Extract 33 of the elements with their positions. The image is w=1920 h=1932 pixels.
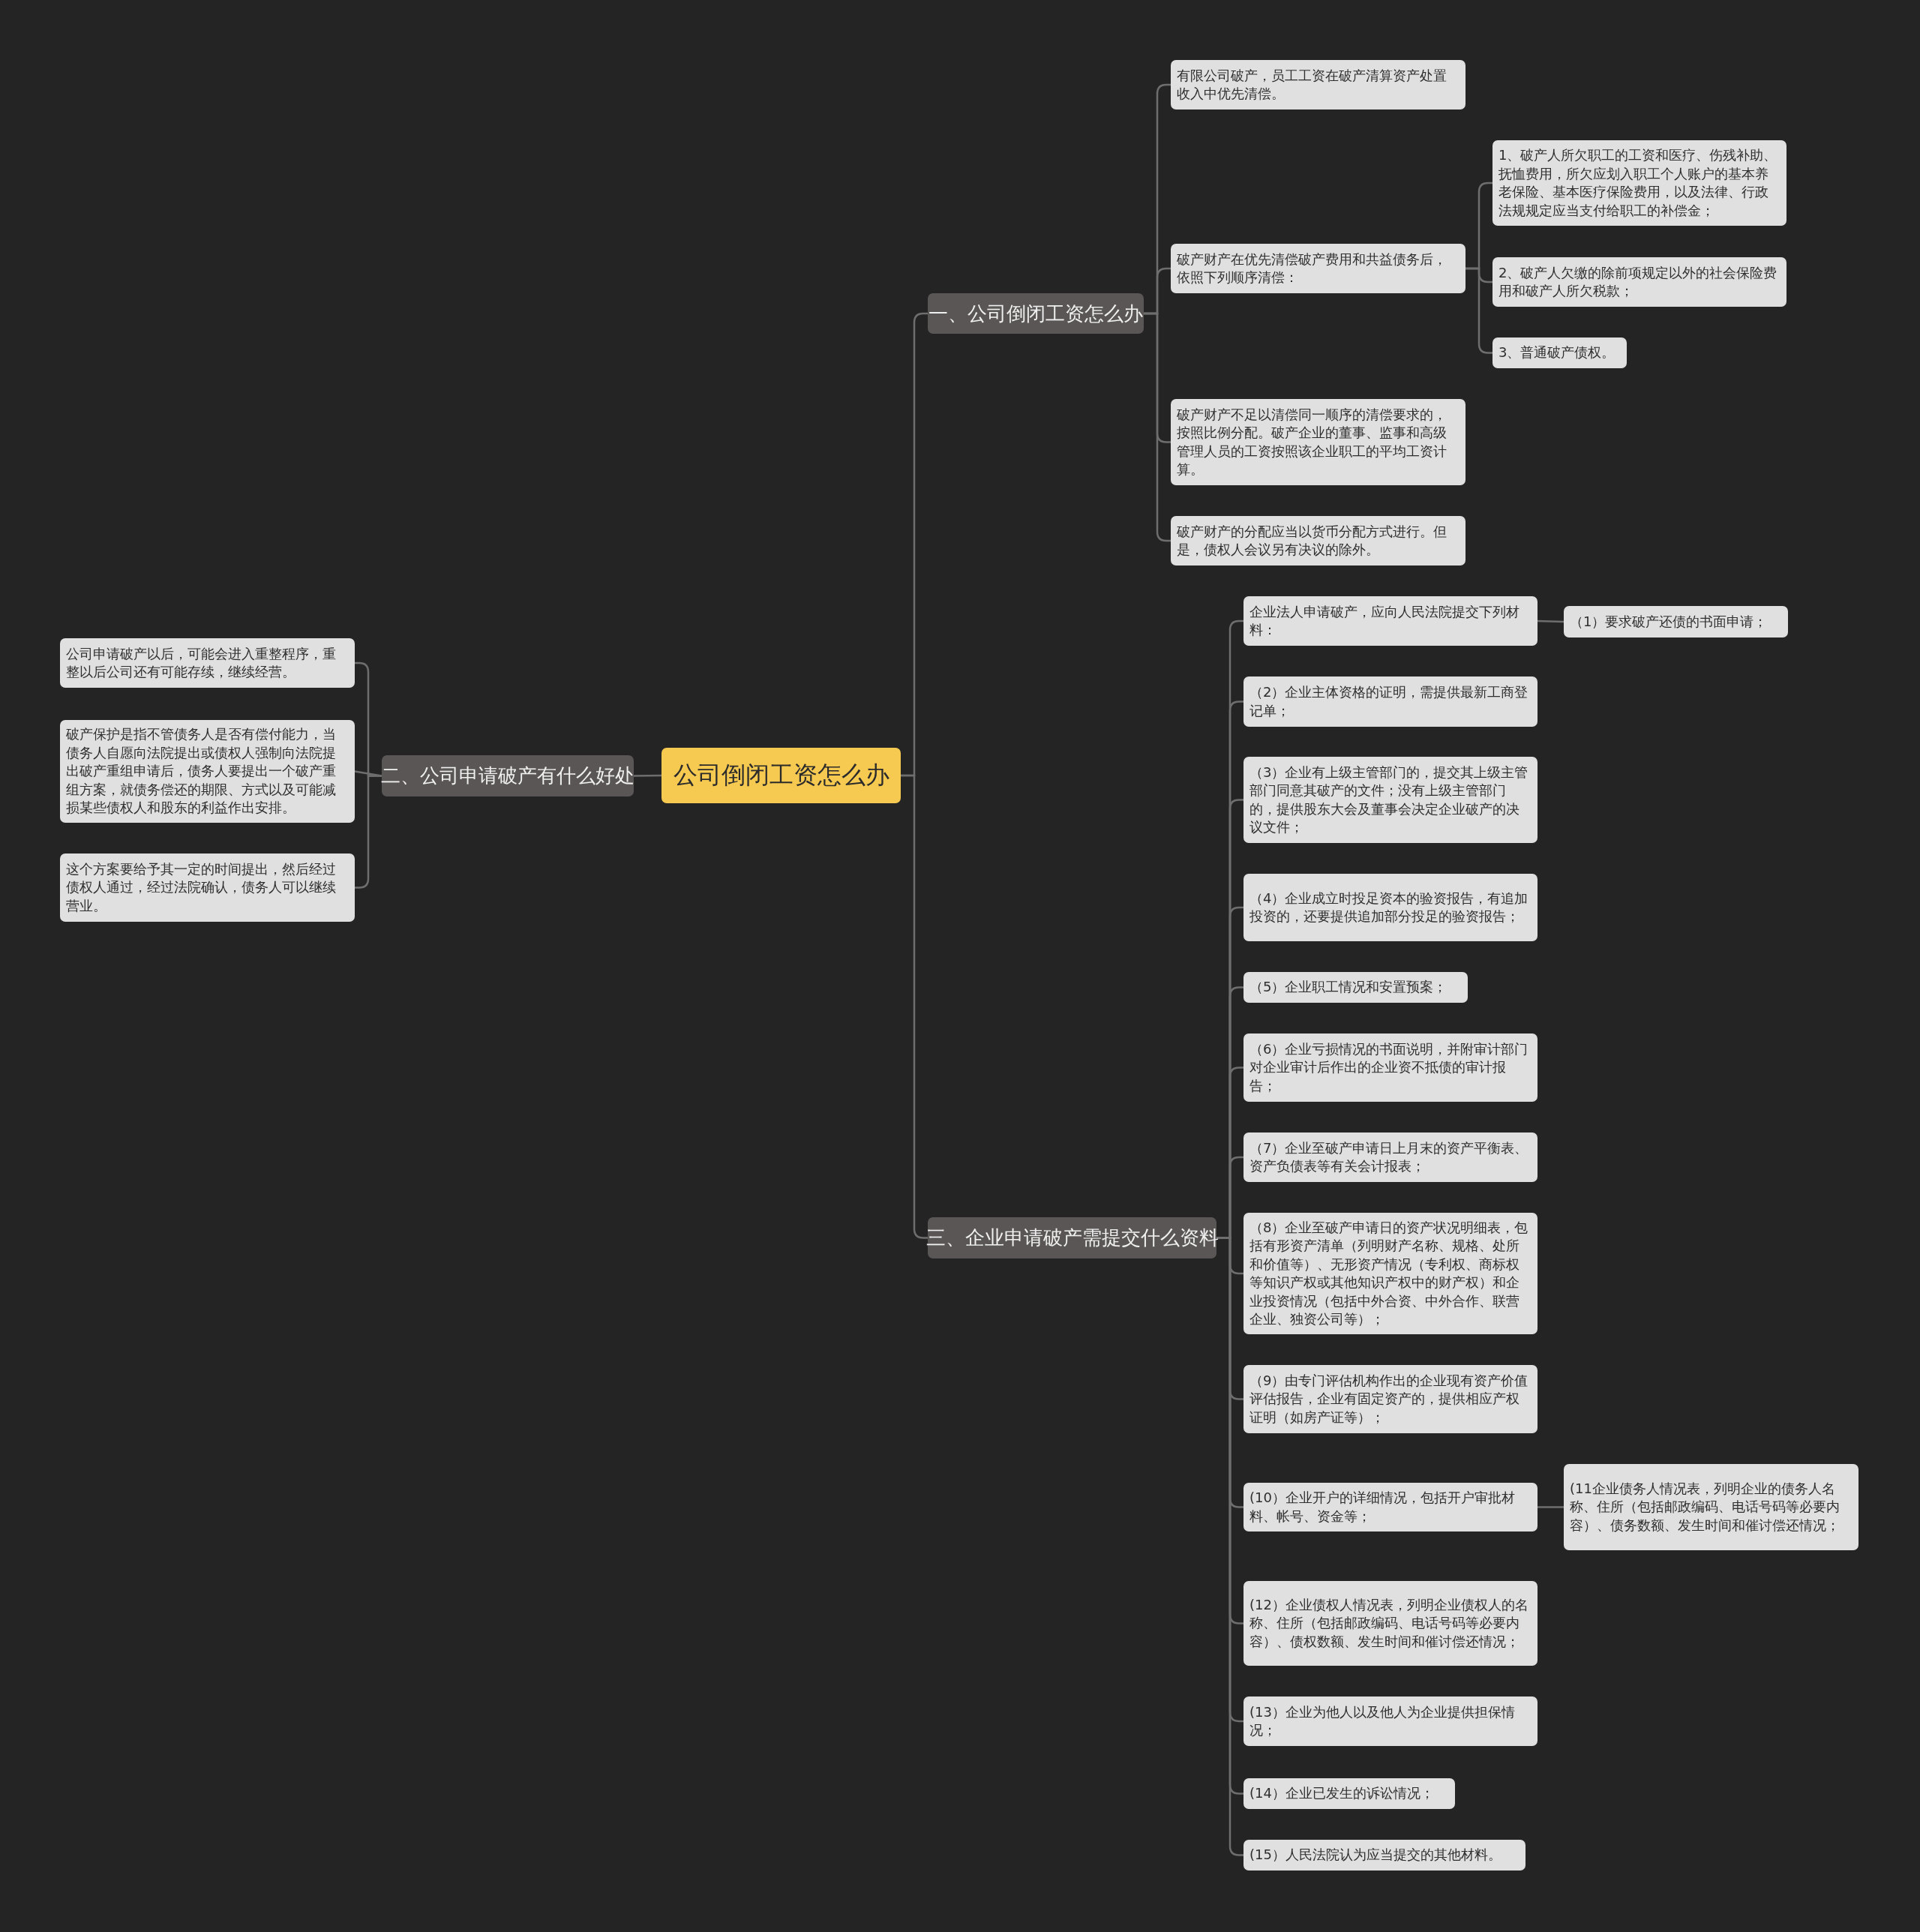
- connector-line: [634, 774, 662, 777]
- branch-topic-box: 二、公司申请破产有什么好处: [382, 755, 634, 796]
- connector-line: [1538, 1506, 1564, 1508]
- topic-box: （2）企业主体资格的证明，需提供最新工商登记单；: [1244, 676, 1538, 727]
- topic-box: （7）企业至破产申请日上月末的资产平衡表、资产负债表等有关会计报表；: [1244, 1132, 1538, 1182]
- topic-box: 破产财产不足以清偿同一顺序的清偿要求的，按照比例分配。破产企业的董事、监事和高级管理人员的工资按照该企业职工的平均工资计算。: [1171, 399, 1466, 485]
- topic-box: （4）企业成立时投足资本的验资报告，有追加投资的，还要提供追加部分投足的验资报告；: [1244, 874, 1538, 941]
- topic-box: (13）企业为他人以及他人为企业提供担保情况；: [1244, 1696, 1538, 1746]
- topic-box: （6）企业亏损情况的书面说明，并附审计部门对企业审计后作出的企业资不抵债的审计报告；: [1244, 1034, 1538, 1102]
- topic-box: 破产财产在优先清偿破产费用和共益债务后，依照下列顺序清偿：: [1171, 244, 1466, 293]
- branch-topic-box: 三、企业申请破产需提交什么资料: [928, 1217, 1216, 1258]
- topic-box: （5）企业职工情况和安置预案；: [1244, 972, 1468, 1003]
- topic-box: 有限公司破产，员工工资在破产清算资产处置收入中优先清偿。: [1171, 60, 1466, 110]
- topic-box: (10）企业开户的详细情况，包括开户审批材料、帐号、资金等；: [1244, 1483, 1538, 1532]
- central-topic-box: 公司倒闭工资怎么办: [662, 748, 901, 803]
- connector-line: [1537, 620, 1564, 623]
- topic-box: （9）由专门评估机构作出的企业现有资产价值评估报告，企业有固定资产的，提供相应产权证明（如房产证等）；: [1244, 1365, 1538, 1433]
- topic-box: 2、破产人欠缴的除前项规定以外的社会保险费用和破产人所欠税款；: [1492, 257, 1786, 307]
- topic-box: 破产保护是指不管债务人是否有偿付能力，当债务人自愿向法院提出或债权人强制向法院提出破产重组申请后，债务人要提出一个破产重组方案，就债务偿还的期限、方式以及可能减损某些债权人和股东的利益作出安排。: [60, 720, 355, 823]
- topic-box: 3、普通破产债权。: [1492, 338, 1627, 368]
- topic-box: (11企业债务人情况表，列明企业的债务人名称、住所（包括邮政编码、电话号码等必要内容）、债务数额、发生时间和催讨偿还情况；: [1564, 1464, 1858, 1550]
- topic-box: 1、破产人所欠职工的工资和医疗、伤残补助、抚恤费用，所欠应划入职工个人账户的基本养老保险、基本医疗保险费用，以及法律、行政法规规定应当支付给职工的补偿金；: [1492, 140, 1786, 226]
- topic-box: 这个方案要给予其一定的时间提出，然后经过债权人通过，经过法院确认，债务人可以继续营业。: [60, 854, 355, 922]
- topic-box: （8）企业至破产申请日的资产状况明细表，包括有形资产清单（列明财产名称、规格、处所和价值等）、无形资产情况（专利权、商标权等知识产权或其他知识产权中的财产权）和企业投资情况（包括中外合资、中外合作、联营企业、独资公司等）；: [1244, 1213, 1538, 1334]
- topic-box: 企业法人申请破产，应向人民法院提交下列材料：: [1244, 596, 1538, 646]
- topic-box: （3）企业有上级主管部门的，提交其上级主管部门同意其破产的文件；没有上级主管部门的，提供股东大会及董事会决定企业破产的决议文件；: [1244, 757, 1538, 843]
- topic-box: 破产财产的分配应当以货币分配方式进行。但是，债权人会议另有决议的除外。: [1171, 516, 1466, 566]
- topic-box: （1）要求破产还债的书面申请；: [1564, 606, 1788, 638]
- topic-box: (12）企业债权人情况表，列明企业债权人的名称、住所（包括邮政编码、电话号码等必要内容）、债权数额、发生时间和催讨偿还情况；: [1244, 1581, 1538, 1666]
- topic-box: 公司申请破产以后，可能会进入重整程序，重整以后公司还有可能存续，继续经营。: [60, 638, 355, 688]
- topic-box: (15）人民法院认为应当提交的其他材料。: [1244, 1840, 1526, 1870]
- branch-topic-box: 一、公司倒闭工资怎么办: [928, 293, 1144, 334]
- topic-box: (14）企业已发生的诉讼情况；: [1244, 1778, 1455, 1809]
